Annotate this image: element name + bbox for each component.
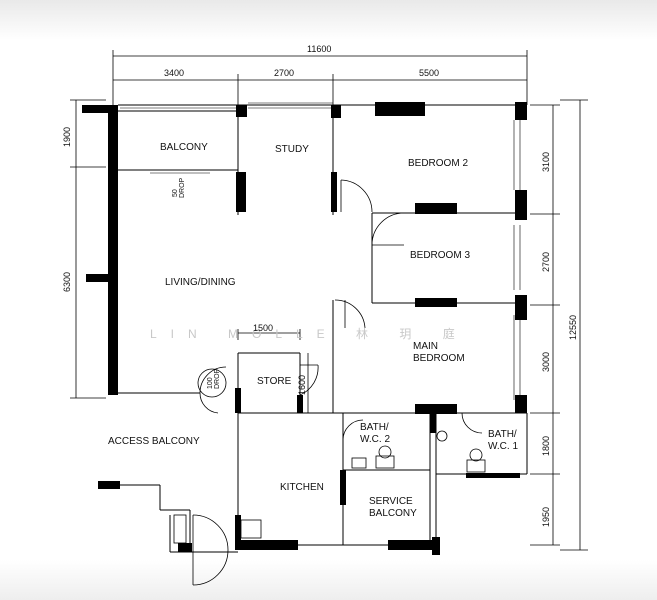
- room-bedroom2-label: BEDROOM 2: [408, 158, 468, 169]
- room-bath2-label-2: W.C. 2: [360, 434, 390, 445]
- dim-right-2: 2700: [541, 252, 551, 272]
- room-balcony-label: BALCONY: [160, 142, 208, 153]
- room-bedroom3-label: BEDROOM 3: [410, 250, 470, 261]
- dim-overall-width: 11600: [307, 44, 331, 54]
- balcony-drop-label: DROP: [179, 177, 186, 198]
- balcony-drop-value: 50: [172, 189, 179, 197]
- dim-top-1: 3400: [164, 68, 184, 78]
- room-labels: BALCONY STUDY BEDROOM 2 BEDROOM 3 LIVING…: [108, 142, 518, 519]
- room-kitchen-label: KITCHEN: [280, 482, 324, 493]
- room-store-label: STORE: [257, 376, 292, 387]
- dim-store-width: 1500: [253, 323, 273, 333]
- room-main-bedroom-label-2: BEDROOM: [413, 353, 465, 364]
- dim-left-2: 6300: [62, 272, 72, 292]
- room-bath2-label-1: BATH/: [360, 422, 389, 433]
- dim-right-1: 3100: [541, 152, 551, 172]
- dim-left-1: 1900: [62, 127, 72, 147]
- dim-right-3: 3000: [541, 352, 551, 372]
- dimension-lines: [70, 50, 588, 551]
- dim-top-3: 5500: [419, 68, 439, 78]
- dim-overall-height: 12550: [568, 315, 578, 340]
- room-bath1-label-1: BATH/: [488, 429, 517, 440]
- room-main-bedroom-label-1: MAIN: [413, 341, 438, 352]
- fixtures: [173, 430, 486, 544]
- room-study-label: STUDY: [275, 144, 309, 155]
- doors: [192, 179, 483, 586]
- door-drop-label: DROP: [214, 368, 221, 389]
- room-living-dining-label: LIVING/DINING: [165, 277, 236, 288]
- walls: [82, 102, 527, 555]
- watermark: LIN MOLLE 林 玥 庭: [150, 326, 469, 341]
- dim-store-height: 1600: [297, 375, 307, 395]
- dim-top-2: 2700: [274, 68, 294, 78]
- room-service-balcony-label-1: SERVICE: [369, 496, 413, 507]
- room-service-balcony-label-2: BALCONY: [369, 508, 417, 519]
- drop-notes: 50 DROP 100 DROP: [172, 177, 221, 389]
- room-access-balcony-label: ACCESS BALCONY: [108, 436, 200, 447]
- dim-right-4: 1800: [541, 436, 551, 456]
- door-drop-value: 100: [207, 377, 214, 389]
- room-bath1-label-2: W.C. 1: [488, 441, 518, 452]
- windows: [120, 102, 521, 400]
- dim-right-5: 1950: [541, 507, 551, 527]
- dimension-labels: 11600 3400 2700 5500 1900 6300 3100 2700…: [62, 44, 578, 527]
